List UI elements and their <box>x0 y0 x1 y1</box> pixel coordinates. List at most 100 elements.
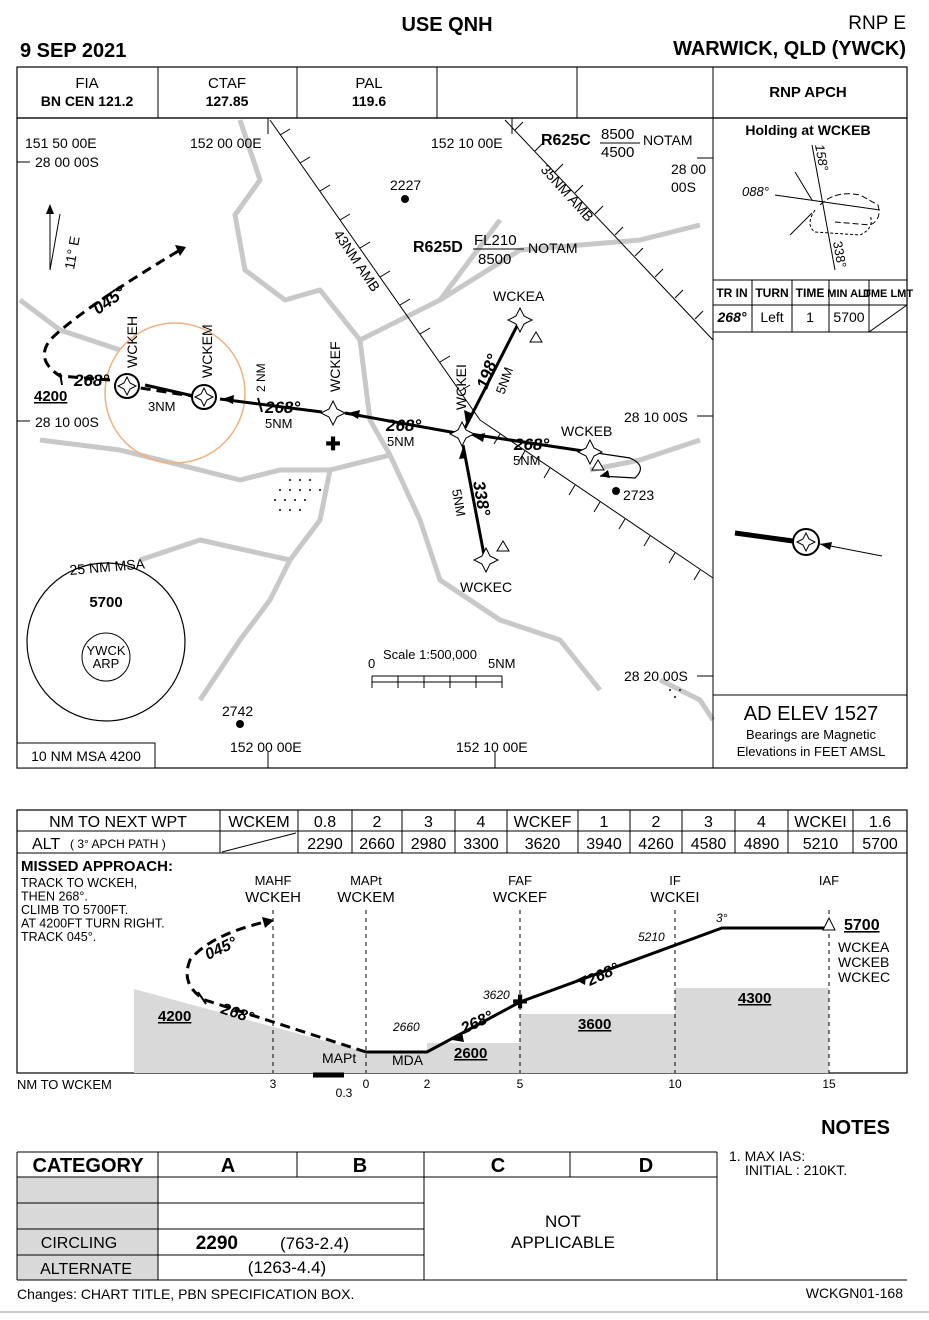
axis-tick-label: 10 <box>668 1077 682 1091</box>
alt-sub-label: ( 3° APCH PATH ) <box>70 837 166 851</box>
minima-table: CATEGORY A B C D CIRCLING 2290 (763-2.4)… <box>16 1151 907 1281</box>
wckef-label: WCKEF <box>327 341 343 392</box>
alt-label: ALT <box>32 836 60 853</box>
alt-cell: 3940 <box>586 836 622 853</box>
arp-line1: YWCK <box>87 643 126 658</box>
scale-five: 5NM <box>488 656 515 671</box>
profile-track-268-final: 268° <box>458 1008 497 1038</box>
alt-cell: 2980 <box>411 836 447 853</box>
track-338: 338° <box>469 479 494 517</box>
spot-height-marker <box>612 487 620 495</box>
alternate-label: ALTERNATE <box>40 1261 132 1278</box>
wckem-label: WCKEM <box>199 324 215 378</box>
amb-boundary-35nm <box>504 119 714 341</box>
ctaf-label: CTAF <box>208 75 246 92</box>
dist-5nm-f: 5NM <box>265 416 292 431</box>
dist-cell: WCKEI <box>794 814 846 831</box>
alt-cell: 5700 <box>862 836 898 853</box>
axis-tick-label: 15 <box>822 1077 836 1091</box>
lat-label-r1b: 00S <box>671 179 696 195</box>
track-268-f: 268° <box>264 398 300 417</box>
airport-name: WARWICK, QLD (YWCK) <box>673 38 906 60</box>
r625c-label: R625C <box>541 132 591 149</box>
dist-cell: WCKEF <box>514 814 572 831</box>
arp-line2: ARP <box>93 656 120 671</box>
waypoint-wckec: WCKEC <box>460 540 512 595</box>
msa-diagram: 25 NM MSA 5700 YWCK ARP 10 NM MSA 4200 <box>16 555 186 769</box>
profile-track-268-intermediate: 268° <box>584 960 623 990</box>
iaf-altitude: 5700 <box>844 917 880 934</box>
hold-hdr-dme: DME LMT <box>863 288 913 300</box>
nm-to-next-label: NM TO NEXT WPT <box>49 814 187 831</box>
alt-cell: 4260 <box>638 836 674 853</box>
waypoint-wckeb: WCKEB <box>561 423 612 471</box>
terrain-2600: 2600 <box>454 1045 487 1062</box>
hold-hdr-turn: TURN <box>755 286 788 300</box>
terrain-3600: 3600 <box>578 1016 611 1033</box>
mapt-label: MAPt <box>322 1050 356 1066</box>
iaf-wckeb: WCKEB <box>838 954 889 970</box>
alt-cell: 4890 <box>744 836 780 853</box>
hold-hdr-minalt: MIN ALT <box>827 288 871 300</box>
category-header: CATEGORY <box>32 1155 144 1177</box>
iaf-wckec: WCKEC <box>838 969 890 985</box>
r625c-upper: 8500 <box>601 126 634 143</box>
bearings-note: Bearings are Magnetic <box>746 727 877 742</box>
fix-role-label: MAPt <box>350 873 382 888</box>
note-1-line1: 1. MAX IAS: <box>729 1148 805 1164</box>
fix-role-label: IAF <box>819 873 839 888</box>
missed-approach-line: CLIMB TO 5700FT. <box>21 903 128 917</box>
mda-label: MDA <box>392 1052 424 1068</box>
waypoint-wckei: WCKEI <box>448 364 476 448</box>
wckeb-label: WCKEB <box>561 423 612 439</box>
cat-d: D <box>639 1155 653 1177</box>
r625d-label: R625D <box>413 239 463 256</box>
alt-cell: 2290 <box>307 836 343 853</box>
circling-minima: 2290 <box>196 1233 238 1254</box>
hold-time: 1 <box>806 309 814 325</box>
track-268-b: 268° <box>513 435 549 454</box>
missed-approach-title: MISSED APPROACH: <box>21 858 173 875</box>
ctaf-value: 127.85 <box>206 93 249 109</box>
fia-value: BN CEN 121.2 <box>41 93 134 109</box>
dist-cell: 2 <box>652 814 661 831</box>
holding-338: 338° <box>830 240 849 269</box>
use-qnh: USE QNH <box>401 14 492 36</box>
circling-area-ring <box>104 322 246 464</box>
cat-a: A <box>221 1155 235 1177</box>
terrain-profile <box>134 988 829 1073</box>
ad-elevation: AD ELEV 1527 <box>744 703 879 725</box>
pal-value: 119.6 <box>352 93 386 109</box>
magnetic-north-arrow: 11° E <box>46 204 83 271</box>
profile-view: MISSED APPROACH: TRACK TO WCKEH,THEN 268… <box>17 858 890 1100</box>
wckei-label: WCKEI <box>453 364 469 410</box>
axis-tick-label: 2 <box>424 1077 431 1091</box>
lon-label-1: 151 50 00E <box>25 135 97 151</box>
dist-2nm: 2 NM <box>254 363 268 392</box>
fix-name-label: WCKEI <box>650 889 699 906</box>
fix-name-label: WCKEM <box>337 889 395 906</box>
changes-note: Changes: CHART TITLE, PBN SPECIFICATION … <box>17 1286 354 1302</box>
circling-label: CIRCLING <box>41 1235 117 1252</box>
lon-bottom-2: 152 10 00E <box>456 739 528 755</box>
alt-2660: 2660 <box>392 1020 420 1034</box>
r625c-notam: NOTAM <box>643 132 693 148</box>
profile-track-045: 045° <box>203 934 241 964</box>
fix-cross-icon: ✚ <box>325 434 340 454</box>
spot-height-marker <box>236 720 244 728</box>
hold-hdr-trin: TR IN <box>716 286 747 300</box>
scale-bar: Scale 1:500,000 0 5NM <box>368 647 515 688</box>
missed-approach-line: THEN 268°. <box>21 890 88 904</box>
variation-label: 11° E <box>61 235 83 271</box>
wckeh-label: WCKEH <box>124 316 140 368</box>
fix-name-label: WCKEF <box>493 889 547 906</box>
fix-name-label: WCKEH <box>245 889 301 906</box>
lat-label-r1a: 28 00 <box>671 161 706 177</box>
msa-title: 25 NM MSA <box>69 555 146 578</box>
lat-label-2-right: 28 10 00S <box>624 409 688 425</box>
plan-view: 151 50 00E 28 00 00S 152 00 00E 152 10 0… <box>16 117 913 769</box>
waypoint-wckea: WCKEA <box>493 288 545 343</box>
holding-158: 158° <box>812 143 831 172</box>
